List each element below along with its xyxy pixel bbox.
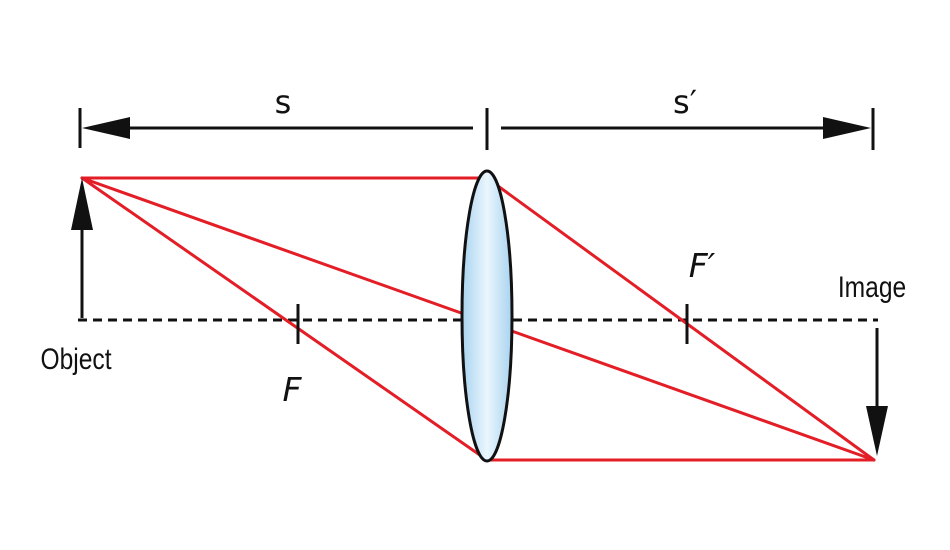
object-label: Object — [40, 342, 111, 376]
image-label: Image — [838, 270, 906, 304]
object-arrow — [71, 178, 93, 318]
object-arrowhead — [71, 178, 93, 230]
image-distance-label: s′ — [673, 83, 697, 121]
image-arrow — [866, 328, 888, 456]
object-distance-arrowhead — [82, 117, 130, 139]
image-distance-arrowhead — [823, 117, 871, 139]
object-distance-label: s — [275, 83, 292, 121]
back-focal-point-label: F′ — [689, 246, 716, 285]
object-distance-dimension — [78, 108, 489, 150]
image-distance-dimension — [501, 108, 875, 150]
front-focal-point-label: F — [283, 370, 303, 409]
image-arrowhead — [866, 406, 888, 456]
convex-lens — [460, 169, 514, 463]
